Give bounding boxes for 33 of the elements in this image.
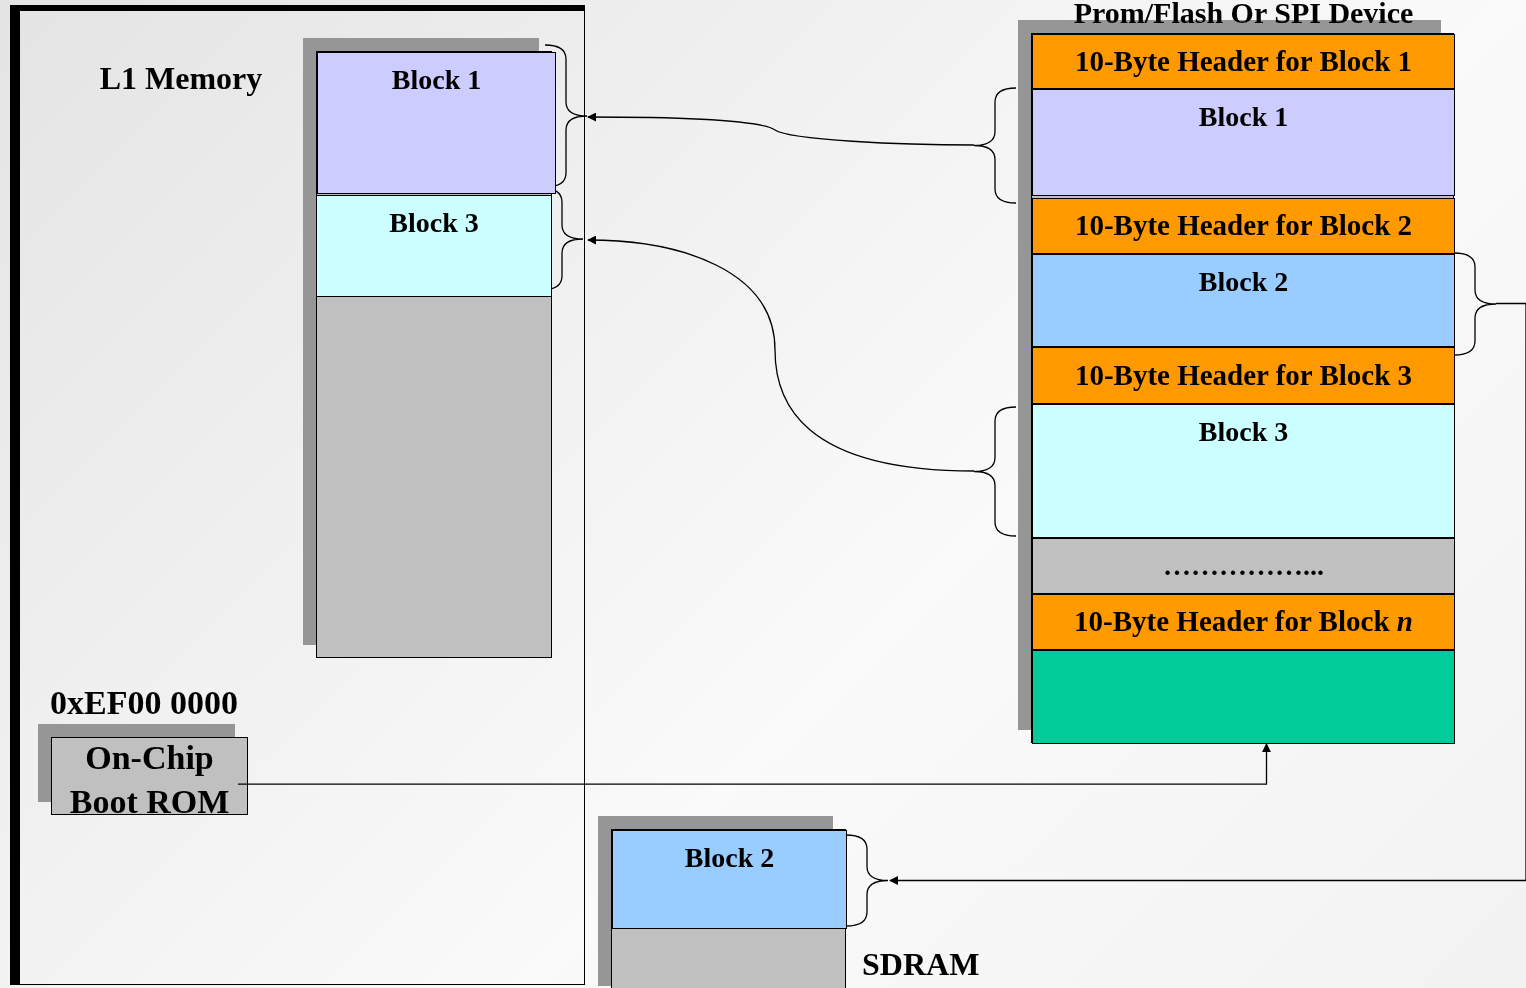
- block-label: ……………...: [1162, 550, 1325, 582]
- address-label: 0xEF00 0000: [50, 686, 238, 720]
- block-header: [1032, 198, 1455, 254]
- arrow: [889, 302, 1526, 885]
- memory-block: [1032, 404, 1455, 538]
- block-label: Block 2: [1197, 267, 1290, 298]
- memory-block: [1032, 650, 1455, 744]
- memory-block: [316, 195, 552, 297]
- header-label: 10-Byte Header for Block 2: [1073, 210, 1414, 242]
- memory-block: [317, 52, 556, 194]
- block-header: [1032, 34, 1455, 89]
- header-label: 10-Byte Header for Block 3: [1073, 359, 1414, 392]
- block-header: [1032, 594, 1455, 650]
- block-label: Block 1: [1197, 102, 1290, 133]
- header-label: 10-Byte Header for Block 1: [1073, 45, 1414, 78]
- block-label: Block 1: [390, 65, 483, 96]
- column-heading: SDRAM: [862, 948, 981, 980]
- arrow: [237, 743, 1271, 785]
- memory-block: [612, 830, 847, 929]
- ellipsis-row: [1032, 538, 1455, 594]
- block-header: [1032, 347, 1455, 404]
- chip-panel: [10, 5, 585, 985]
- memory-block: [1032, 254, 1455, 347]
- block-label: Block 3: [1197, 417, 1290, 448]
- block-label: Block 3: [388, 208, 480, 239]
- block-label: Block 2: [683, 843, 776, 874]
- memory-block: [1032, 89, 1455, 196]
- header-label: 10-Byte Header for Block n: [1073, 606, 1414, 638]
- column-heading: Prom/Flash Or SPI Device: [1072, 0, 1415, 28]
- column-heading: L1 Memory: [98, 62, 264, 94]
- arrow: [587, 112, 975, 146]
- block-label: On-Chip Boot ROM: [68, 738, 231, 823]
- arrow: [587, 235, 975, 472]
